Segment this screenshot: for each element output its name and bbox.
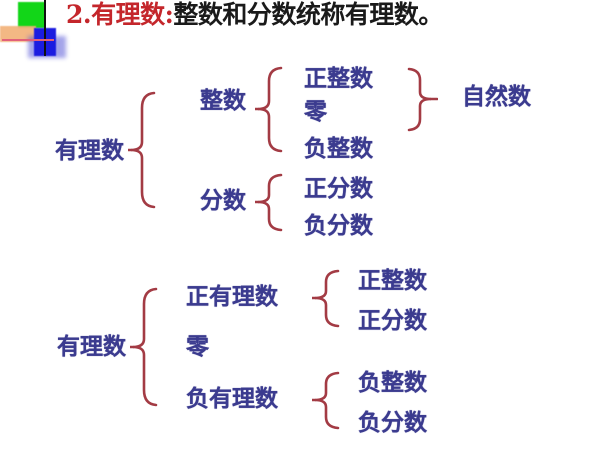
page-title: 2.有理数:整数和分数统称有理数。 [66,2,443,27]
decorative-logo [0,0,75,60]
d2-positive-fraction: 正分数 [358,308,427,334]
logo-green-square [18,2,45,28]
d2-root-brace [130,286,160,408]
d1-natural-numbers: 自然数 [462,84,531,110]
diagram-classification-by-kind: 有理数 整数 分数 正整数 零 负整数 正分数 负分数 自 [0,60,600,245]
page-title-accent: 2.有理数: [66,0,174,29]
d1-root-label: 有理数 [55,138,124,164]
d1-fractions-brace [255,172,285,234]
d2-positive-rational: 正有理数 [186,284,278,310]
d1-level2-fractions: 分数 [200,188,246,214]
d1-positive-integer: 正整数 [304,66,373,92]
d2-positive-brace [312,268,342,330]
d1-negative-integer: 负整数 [304,136,373,162]
d2-negative-rational: 负有理数 [186,386,278,412]
logo-orange-bar [0,26,36,42]
d1-positive-fraction: 正分数 [304,176,373,202]
page-title-body: 整数和分数统称有理数。 [173,0,443,29]
d2-negative-fraction: 负分数 [358,410,427,436]
diagram-classification-by-sign: 有理数 正有理数 零 负有理数 正整数 正分数 负整数 负分数 [0,258,600,443]
d2-root-label: 有理数 [57,334,126,360]
d2-negative-brace [312,370,342,432]
logo-vertical-line [44,0,46,56]
d1-level2-integers: 整数 [200,88,246,114]
d1-integers-brace [255,65,285,155]
d1-negative-fraction: 负分数 [304,213,373,239]
d1-zero: 零 [304,99,327,125]
d2-positive-integer: 正整数 [358,268,427,294]
logo-horizontal-line [2,39,54,41]
d2-zero: 零 [186,334,209,360]
d1-root-brace [128,90,158,210]
d2-negative-integer: 负整数 [358,370,427,396]
d1-natural-brace [404,66,438,134]
